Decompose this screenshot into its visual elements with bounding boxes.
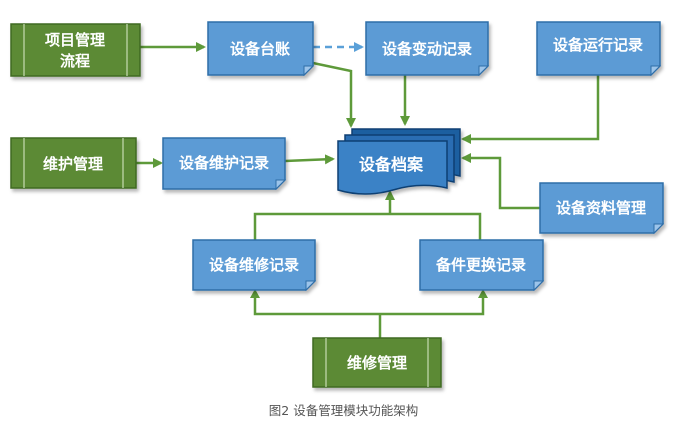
arrow-run-to-archive: [461, 75, 600, 144]
arrow-maintain-record-to-archive: [284, 154, 335, 165]
arrow-records-to-archive: [253, 212, 482, 240]
project-process-line2: 流程: [60, 52, 90, 70]
arrowhead-to-parts-record: [478, 289, 488, 298]
arrow-repair-mgmt-to-records: [253, 292, 485, 316]
data-mgmt-box: 设备资料管理: [539, 182, 665, 235]
figure-caption: 图2 设备管理模块功能架构: [268, 403, 419, 418]
project-process-box: 项目管理 流程: [10, 23, 141, 77]
run-record-label: 设备运行记录: [553, 36, 643, 54]
data-mgmt-label: 设备资料管理: [556, 199, 646, 217]
archive-box: 设备档案: [337, 128, 461, 195]
archive-label: 设备档案: [359, 155, 424, 174]
parts-record-label: 备件更换记录: [435, 256, 526, 274]
ledger-label: 设备台账: [230, 40, 290, 58]
run-record-box: 设备运行记录: [536, 21, 662, 77]
arrow-data-mgmt-to-archive: [461, 153, 540, 210]
repair-mgmt-box: 维修管理: [312, 337, 442, 388]
project-process-line1: 项目管理: [45, 31, 105, 49]
arrow-ledger-to-archive: [312, 61, 356, 128]
ledger-box: 设备台账: [207, 21, 315, 77]
change-record-label: 设备变动记录: [382, 40, 472, 58]
repair-record-label: 设备维修记录: [209, 256, 299, 274]
maintain-mgmt-box: 维护管理: [10, 137, 137, 189]
repair-mgmt-label: 维修管理: [347, 354, 407, 372]
repair-record-box: 设备维修记录: [192, 239, 317, 292]
change-record-box: 设备变动记录: [365, 21, 490, 77]
maintain-record-label: 设备维护记录: [179, 154, 269, 172]
parts-record-box: 备件更换记录: [419, 239, 545, 292]
connectors: [136, 42, 600, 338]
arrowhead-to-repair-record: [250, 289, 260, 298]
maintain-record-box: 设备维护记录: [162, 137, 287, 191]
maintain-mgmt-label: 维护管理: [43, 155, 103, 173]
